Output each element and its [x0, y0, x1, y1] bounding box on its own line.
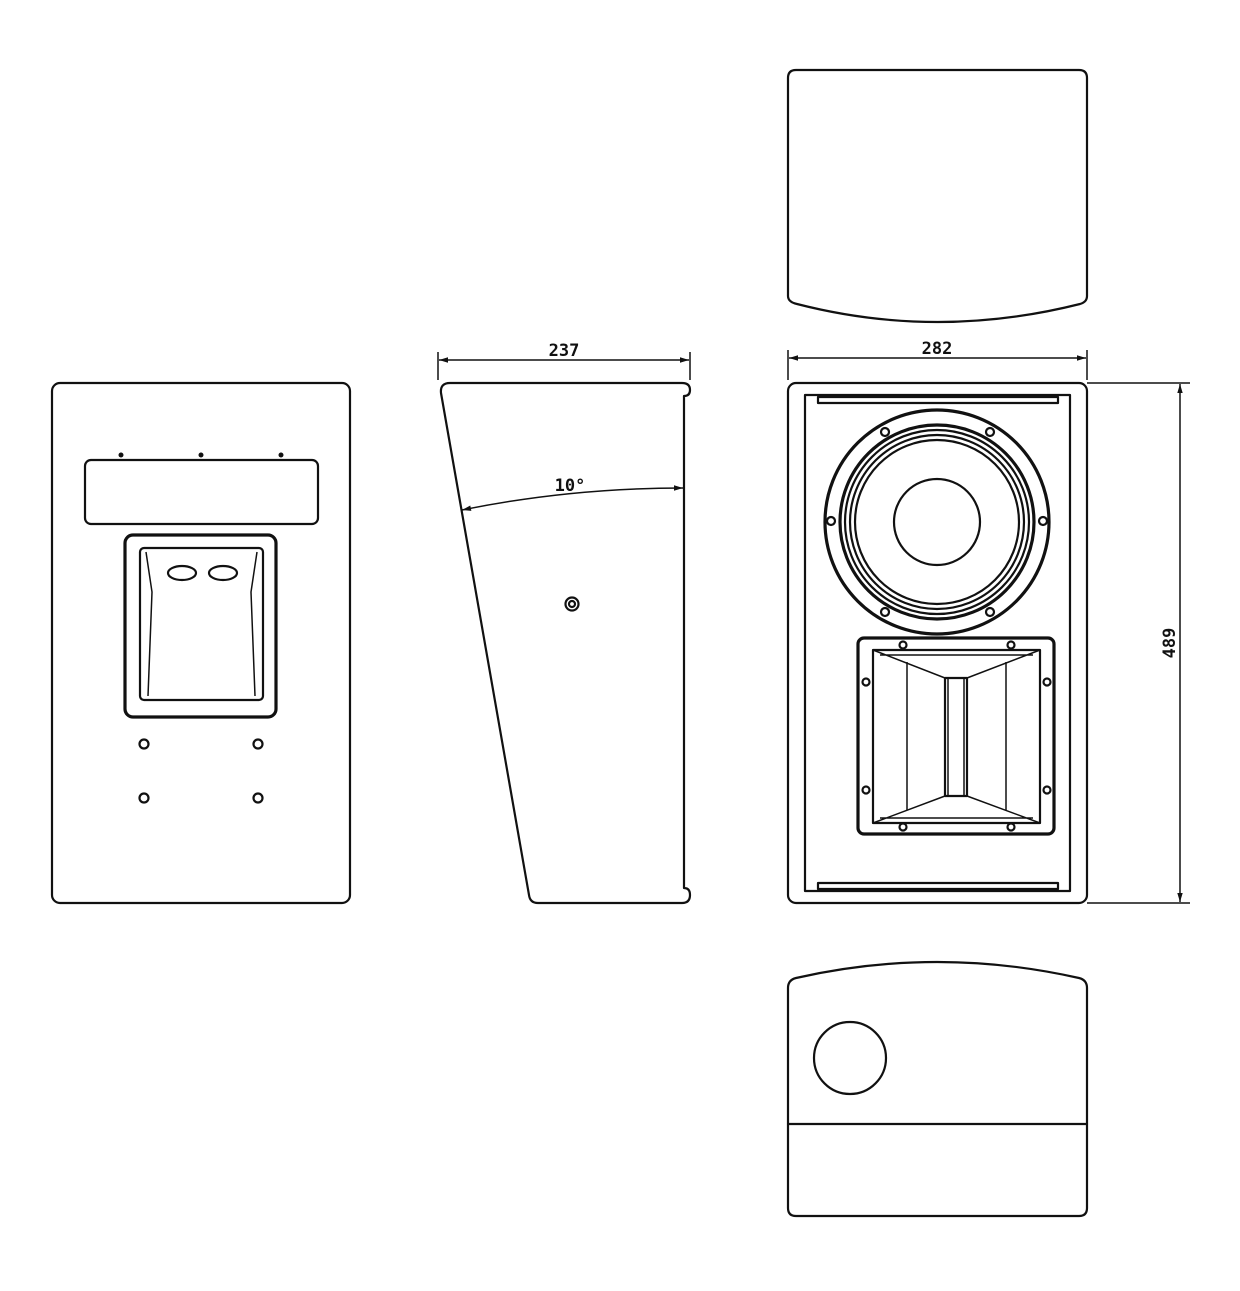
angle-label: 10°: [555, 476, 586, 496]
depth-dimension-label: 237: [549, 341, 580, 361]
angle-arc: [461, 485, 684, 511]
screw-hole: [138, 792, 150, 804]
rear-panel-outline: [50, 381, 352, 905]
screw-hole: [1037, 515, 1049, 527]
screw-hole: [252, 792, 264, 804]
mount-knob-center: [567, 599, 577, 609]
grille-rail-top: [816, 395, 1060, 405]
connector-socket: [207, 564, 239, 582]
grille-rail-bottom: [816, 881, 1060, 891]
screw-hole: [879, 426, 891, 438]
width-dimension-label: 282: [922, 339, 953, 359]
side-panel-outline: [439, 381, 692, 905]
screw-hole: [984, 426, 996, 438]
screw-hole: [879, 606, 891, 618]
top-outline: [786, 68, 1089, 324]
bottom-outline: [786, 960, 1089, 1218]
handle-recess: [83, 458, 320, 526]
woofer: [823, 408, 1051, 636]
screw-hole: [138, 738, 150, 750]
front-outline: [786, 381, 1089, 905]
top-view: [786, 68, 1089, 324]
side-view: 237 10°: [437, 341, 692, 905]
terminal-plate: [123, 533, 278, 719]
screw-hole: [984, 606, 996, 618]
rear-view: [50, 381, 352, 905]
front-view: 282 489: [786, 339, 1190, 905]
screw-hole: [252, 738, 264, 750]
horn: [856, 636, 1056, 836]
baffle: [803, 393, 1072, 893]
connector-socket: [166, 564, 198, 582]
dust-cap: [892, 477, 982, 567]
bottom-view: [786, 960, 1089, 1218]
mount-knob: [564, 596, 580, 612]
mount-point: [118, 452, 124, 458]
pole-mount-socket: [812, 1020, 888, 1096]
height-dimension-label: 489: [1160, 628, 1180, 659]
screw-hole: [825, 515, 837, 527]
mount-point: [198, 452, 204, 458]
mount-point: [278, 452, 284, 458]
